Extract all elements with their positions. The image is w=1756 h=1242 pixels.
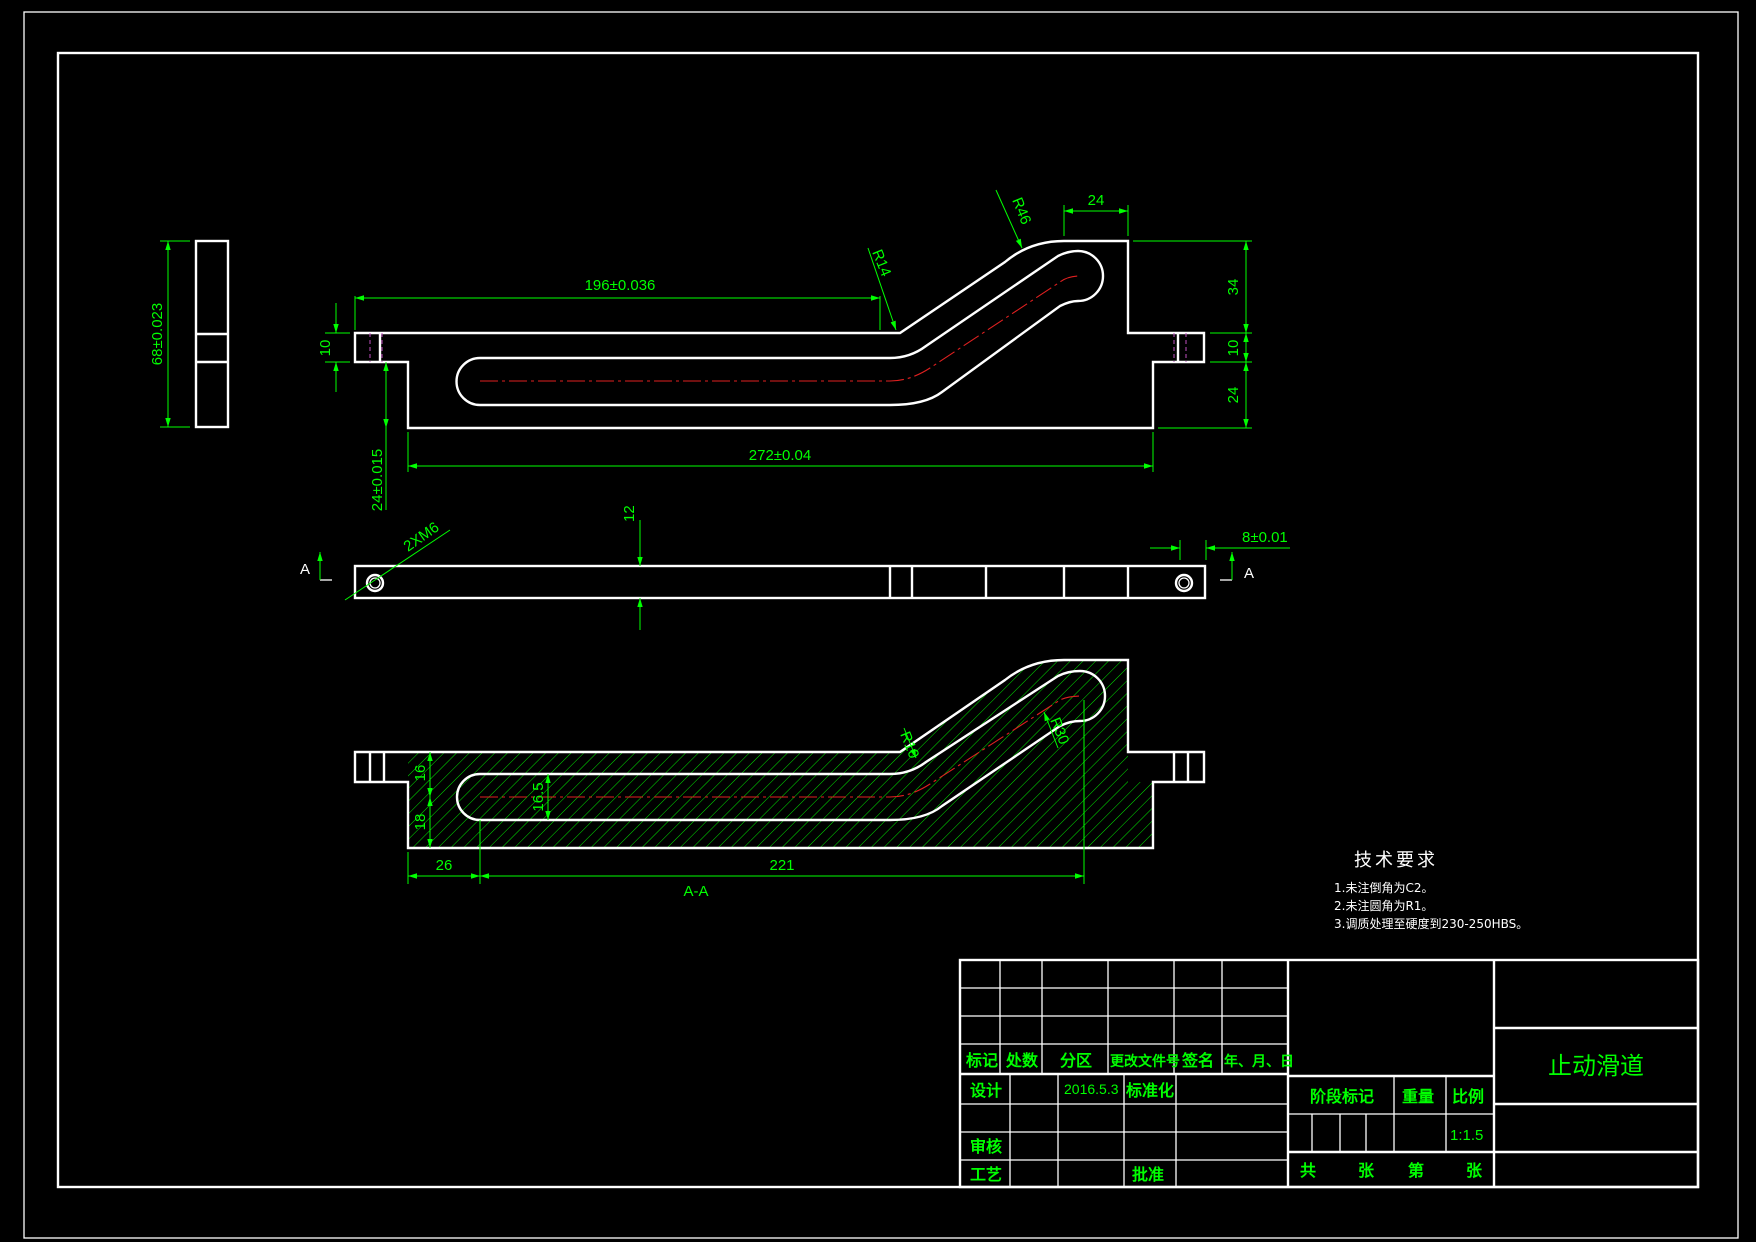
dim-196: 196±0.036 [585, 277, 656, 294]
tech-req-item-1: 1.未注倒角为C2。 [1334, 880, 1433, 895]
dim-2xm6: 2XM6 [401, 519, 443, 555]
tb-header-date: 年、月、日 [1224, 1053, 1294, 1070]
tb-header-mark: 标记 [965, 1051, 998, 1070]
inner-border [56, 51, 1700, 1189]
dim-18: 18 [412, 814, 429, 831]
tb-sheets-unit: 张 [1358, 1161, 1375, 1180]
tb-stage-mark: 阶段标记 [1310, 1087, 1374, 1106]
dim-24-right: 24 [1225, 387, 1242, 404]
dim-68: 68±0.023 [149, 303, 166, 365]
dim-26: 26 [436, 857, 453, 874]
tb-design-date: 2016.5.3 [1064, 1081, 1119, 1097]
section-mark-right: A [1244, 565, 1254, 582]
front-view: 196±0.036 272±0.04 R14 R46 24 34 10 24 1… [317, 189, 1252, 511]
tb-review: 审核 [970, 1137, 1002, 1156]
dim-r46: R46 [1008, 195, 1034, 227]
outer-border [23, 11, 1739, 1239]
tb-process: 工艺 [970, 1165, 1002, 1184]
section-view: 16 18 16.5 R10 R30 26 221 A-A [353, 658, 1206, 900]
tb-header-count: 处数 [1005, 1051, 1039, 1070]
tech-requirements: 技术要求 1.未注倒角为C2。 2.未注圆角为R1。 3.调质处理至硬度到230… [1334, 850, 1528, 931]
tb-scale-label: 比例 [1452, 1087, 1484, 1106]
tb-header-doc: 更改文件号 [1110, 1053, 1180, 1070]
tb-scale-value: 1:1.5 [1450, 1127, 1483, 1144]
section-label: A-A [683, 883, 708, 900]
dim-24-015: 24±0.015 [369, 449, 386, 511]
dim-272: 272±0.04 [749, 447, 811, 464]
top-view: 2XM6 12 8±0.01 A A [300, 505, 1290, 630]
tech-req-item-2: 2.未注圆角为R1。 [1334, 898, 1433, 913]
tb-approve: 批准 [1132, 1165, 1164, 1184]
tb-sheets-total: 共 [1300, 1161, 1316, 1180]
tb-standardize: 标准化 [1125, 1081, 1174, 1100]
dim-r14: R14 [868, 247, 894, 279]
tech-req-heading: 技术要求 [1354, 850, 1438, 871]
tech-req-item-3: 3.调质处理至硬度到230-250HBS。 [1334, 916, 1528, 931]
dim-12: 12 [621, 505, 638, 522]
tb-header-zone: 分区 [1060, 1051, 1092, 1070]
tb-weight: 重量 [1402, 1087, 1434, 1106]
dim-10-left: 10 [317, 340, 334, 357]
side-view: 68±0.023 [149, 239, 230, 429]
tb-sheet-no: 第 [1408, 1161, 1424, 1180]
tb-header-sign: 签名 [1181, 1051, 1214, 1070]
dim-16: 16 [412, 765, 429, 782]
drawing-title: 止动滑道 [1548, 1052, 1644, 1080]
tb-design: 设计 [970, 1081, 1002, 1100]
dim-8: 8±0.01 [1242, 529, 1288, 546]
dim-16-5: 16.5 [530, 782, 547, 811]
dim-10-right: 10 [1225, 340, 1242, 357]
section-mark-left: A [300, 561, 310, 578]
title-block: 标记 处数 分区 更改文件号 签名 年、月、日 设计 2016.5.3 标准化 … [958, 958, 1700, 1189]
dim-24-top: 24 [1088, 192, 1105, 209]
dim-34: 34 [1225, 279, 1242, 296]
tb-sheet-unit2: 张 [1466, 1161, 1483, 1180]
dim-221: 221 [769, 857, 794, 874]
